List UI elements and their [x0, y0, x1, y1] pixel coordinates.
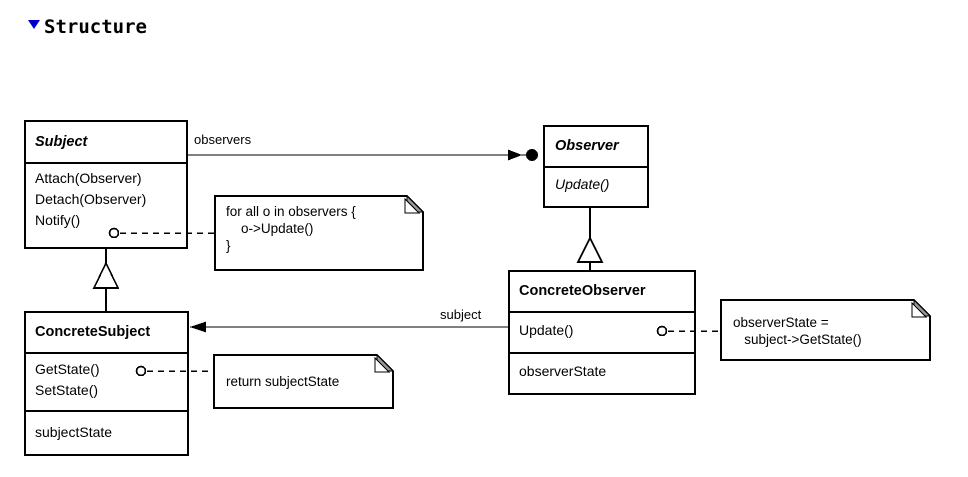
operation-detach[interactable]: Detach(Observer) [35, 191, 147, 207]
class-box-observer [543, 125, 649, 208]
operation-setstate[interactable]: SetState() [35, 382, 99, 398]
class-name-concreteobserver[interactable]: ConcreteObserver [519, 283, 646, 299]
association-label-subject: subject [440, 307, 482, 322]
note-notify-line-1: for all o in observers { [226, 204, 356, 219]
attribute-observerstate[interactable]: observerState [519, 363, 607, 379]
class-name-subject[interactable]: Subject [35, 134, 88, 150]
page-title: Structure [44, 16, 147, 38]
note-box-update [720, 298, 932, 361]
generalization-concreteobserver [576, 207, 604, 271]
generalization-concretesubject [92, 248, 120, 312]
triangle-down-icon[interactable] [28, 19, 40, 29]
association-label-observers: observers [194, 132, 252, 147]
association-subject [190, 321, 509, 333]
note-text-getstate: return subjectState [226, 374, 340, 389]
class-name-concretesubject[interactable]: ConcreteSubject [35, 324, 151, 340]
class-box-subject [24, 120, 188, 249]
class-box-concretesubject [24, 311, 189, 456]
note-text-notify: for all o in observers { o->Update()} [226, 203, 356, 254]
operation-update[interactable]: Update() [519, 322, 574, 338]
note-anchor-notify [108, 227, 215, 239]
class-name-observer[interactable]: Observer [555, 138, 619, 154]
section-heading: Structure [28, 16, 147, 38]
note-box-getstate [213, 353, 395, 409]
note-notify-line-3: } [226, 238, 231, 253]
note-text-update: observerState = subject->GetState() [733, 314, 862, 348]
operation-notify[interactable]: Notify() [35, 212, 81, 228]
note-notify-line-2: o->Update() [226, 221, 314, 236]
operation-update-abstract[interactable]: Update() [555, 176, 610, 192]
note-update-line-1: observerState = [733, 315, 829, 330]
operation-attach[interactable]: Attach(Observer) [35, 170, 142, 186]
association-observers [187, 149, 538, 161]
note-box-notify [214, 194, 425, 271]
note-update-line-2: subject->GetState() [733, 332, 862, 347]
note-anchor-getstate [135, 365, 214, 377]
operation-getstate[interactable]: GetState() [35, 361, 100, 377]
attribute-subjectstate[interactable]: subjectState [35, 424, 113, 440]
note-anchor-update [656, 325, 721, 337]
